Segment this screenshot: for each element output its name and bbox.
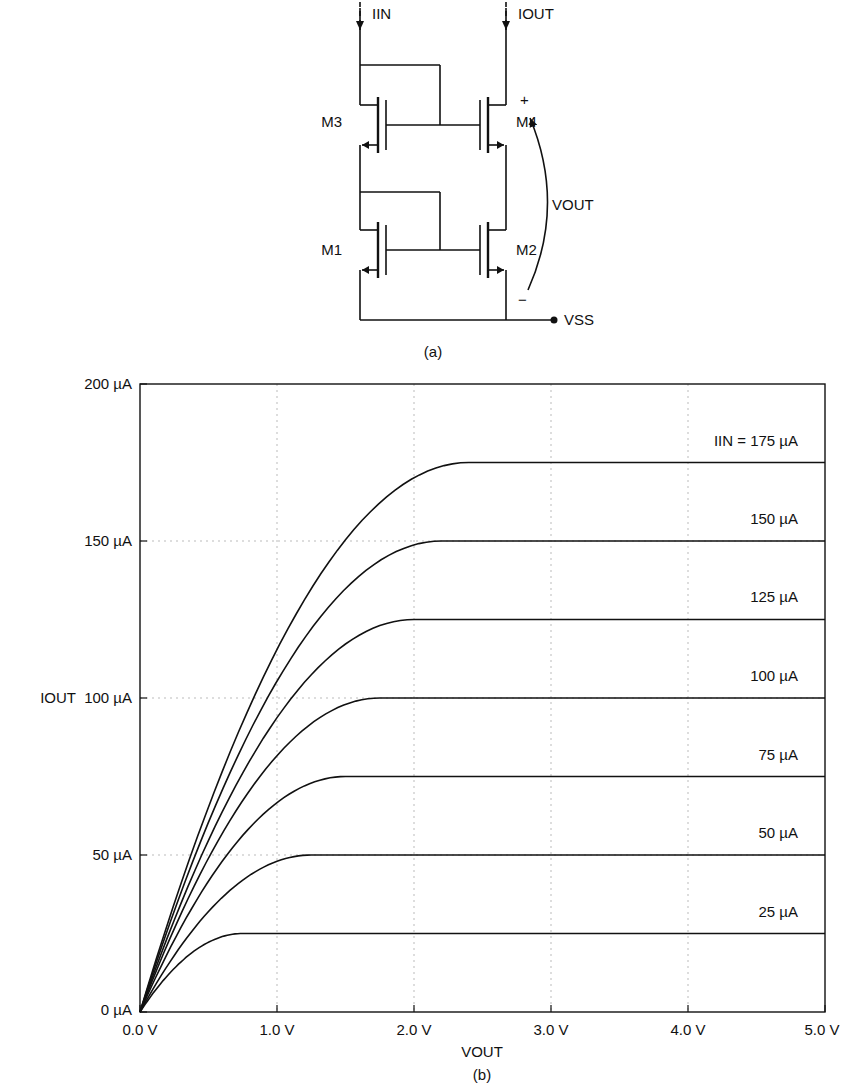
x-tick <box>413 1005 414 1012</box>
chart-label: 150 µA <box>748 511 800 528</box>
chart-label: 0.0 V <box>122 1022 157 1039</box>
current-label: IOUT <box>518 6 554 23</box>
chart-label: 1.0 V <box>259 1022 294 1039</box>
chart-label: 5.0 V <box>804 1022 839 1039</box>
transistor-name: M2 <box>516 242 537 259</box>
y-tick <box>140 383 147 384</box>
chart-label: 100 µA <box>748 668 800 685</box>
chart-label: 0 µA <box>101 1002 132 1019</box>
vss-terminal <box>551 317 558 324</box>
polarity-sign: + <box>520 92 529 109</box>
transistor-name: M4 <box>516 114 537 131</box>
chart-label: IOUT <box>40 690 76 707</box>
chart-label: VOUT <box>461 1044 503 1061</box>
chart-label: IIN = 175 µA <box>712 433 800 450</box>
chart-label: 150 µA <box>84 533 132 550</box>
figure-tag: (a) <box>424 344 442 361</box>
chart-label: 4.0 V <box>670 1022 705 1039</box>
x-tick <box>824 1005 825 1012</box>
iout-curve <box>140 541 825 1012</box>
iout-curve <box>140 777 825 1013</box>
y-tick <box>140 540 147 541</box>
grid-line <box>277 384 278 1012</box>
chart-grid <box>140 384 825 1012</box>
chart-label: 50 µA <box>93 847 133 864</box>
y-tick <box>140 854 147 855</box>
chart-label: 125 µA <box>748 589 800 606</box>
chart-label: (b) <box>473 1067 491 1084</box>
x-tick <box>687 1005 688 1012</box>
iout-curve <box>140 855 825 1012</box>
voltage-label: VOUT <box>552 197 594 214</box>
x-tick <box>276 1005 277 1012</box>
y-tick <box>140 697 147 698</box>
iout-curve <box>140 934 825 1013</box>
chart-frame <box>140 384 825 1012</box>
chart-label: 25 µA <box>757 904 801 921</box>
x-tick <box>550 1005 551 1012</box>
chart-label: 2.0 V <box>396 1022 431 1039</box>
chart-label: 100 µA <box>84 690 132 707</box>
current-label: IIN <box>372 6 391 23</box>
polarity-sign: − <box>518 292 527 309</box>
transistor-name: M3 <box>321 114 342 131</box>
output-curves <box>140 463 825 1013</box>
chart-label: 50 µA <box>757 825 801 842</box>
supply-label: VSS <box>564 312 594 329</box>
current-mirror-circuit <box>360 2 552 320</box>
chart-label: 200 µA <box>84 376 132 393</box>
axis-ticks <box>140 384 825 1012</box>
iout-curve <box>140 620 825 1013</box>
transistor-name: M1 <box>321 242 342 259</box>
chart-label: 75 µA <box>757 747 801 764</box>
chart-label: 3.0 V <box>533 1022 568 1039</box>
iout-curve <box>140 463 825 1013</box>
